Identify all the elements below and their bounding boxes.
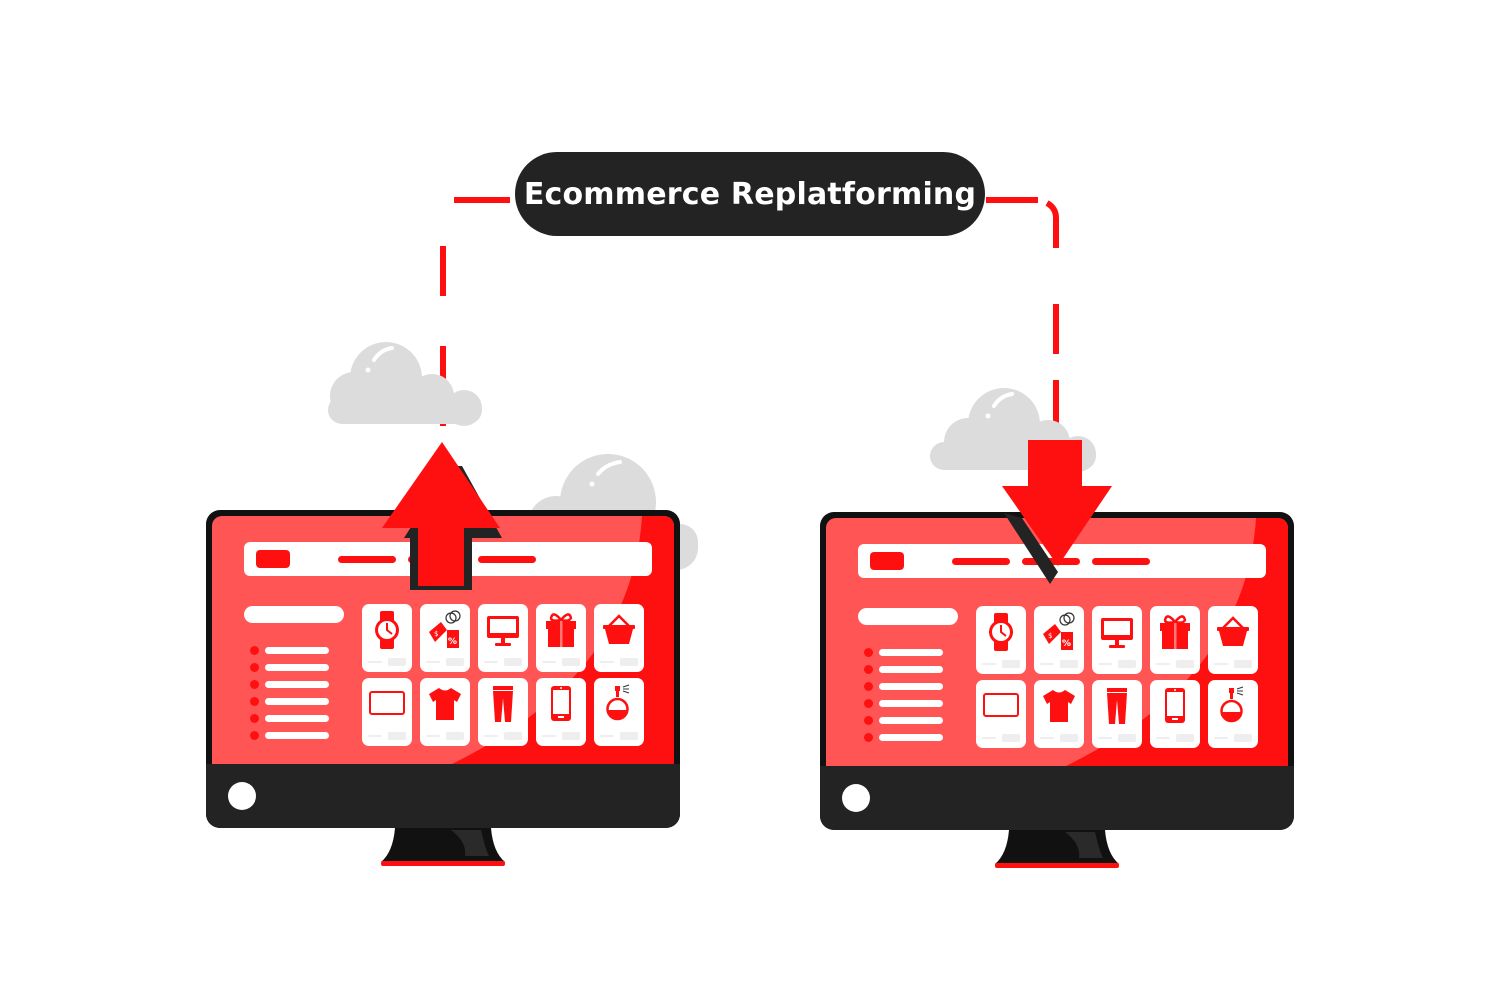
nav-link [478,556,536,563]
title-pill: Ecommerce Replatforming [515,152,985,236]
watch-icon [989,613,1013,651]
power-button [842,784,870,812]
perfume-icon [606,684,630,721]
sidebar-item [250,697,330,706]
sidebar-item [864,716,944,725]
monitor-icon [1101,618,1133,648]
product-tile [1092,680,1142,748]
price-tag-icon: %$ [429,610,461,648]
product-tile [976,606,1026,674]
product-tile [976,680,1026,748]
sidebar-item [250,714,330,723]
monitor-stand [995,830,1119,868]
connector-dash [440,246,446,296]
monitor-stand [381,828,505,866]
monitor-chin [206,764,680,828]
tablet-icon [983,693,1019,717]
connector-dash [454,197,510,203]
price-tag-icon: %$ [1043,612,1075,650]
monitor-chin [820,766,1294,830]
store-logo [256,550,290,568]
sidebar-item [250,731,330,740]
product-tile [1092,606,1142,674]
connector-dash [986,197,1038,203]
connector-dash [440,346,446,396]
sidebar-item [864,665,944,674]
product-tile [478,604,528,672]
download-arrow-icon [1002,440,1112,584]
cloud-icon [328,342,482,426]
title-label: Ecommerce Replatforming [523,176,977,212]
watch-icon [375,611,399,649]
basket-icon [1217,616,1249,646]
product-tile [594,678,644,746]
sidebar-item [250,663,330,672]
svg-text:$: $ [1048,632,1052,640]
svg-text:$: $ [434,630,438,638]
smartphone-icon [551,686,571,721]
product-tile [362,604,412,672]
connector-dash [1053,304,1059,354]
search-bar [244,606,344,623]
nav-link [338,556,396,563]
product-tile [536,678,586,746]
tshirt-icon [1043,690,1075,722]
store-logo [870,552,904,570]
sidebar-item [864,733,944,742]
product-tile: %$ [1034,606,1084,674]
search-bar [858,608,958,625]
upload-arrow-icon [382,442,502,590]
product-tile: %$ [420,604,470,672]
tablet-icon [369,691,405,715]
sidebar-item [250,680,330,689]
pants-icon [493,686,513,722]
product-tile [536,604,586,672]
connector-dash [1053,380,1059,430]
svg-text:%: % [448,637,457,647]
product-tile [1150,606,1200,674]
monitor-icon [487,616,519,646]
product-tile [420,678,470,746]
product-tile [1208,606,1258,674]
connector-corner [1045,200,1059,248]
product-tile [1034,680,1084,748]
nav-link [952,558,1010,565]
gift-icon [546,613,576,647]
product-tile [594,604,644,672]
perfume-icon [1220,686,1244,723]
smartphone-icon [1165,688,1185,723]
svg-text:%: % [1062,639,1071,649]
nav-link [1092,558,1150,565]
pants-icon [1107,688,1127,724]
sidebar-item [250,646,330,655]
product-tile [362,678,412,746]
tshirt-icon [429,688,461,720]
sidebar-item [864,648,944,657]
basket-icon [603,614,635,644]
power-button [228,782,256,810]
sidebar-item [864,699,944,708]
gift-icon [1160,615,1190,649]
product-tile [1150,680,1200,748]
product-tile [1208,680,1258,748]
sidebar-item [864,682,944,691]
product-tile [478,678,528,746]
